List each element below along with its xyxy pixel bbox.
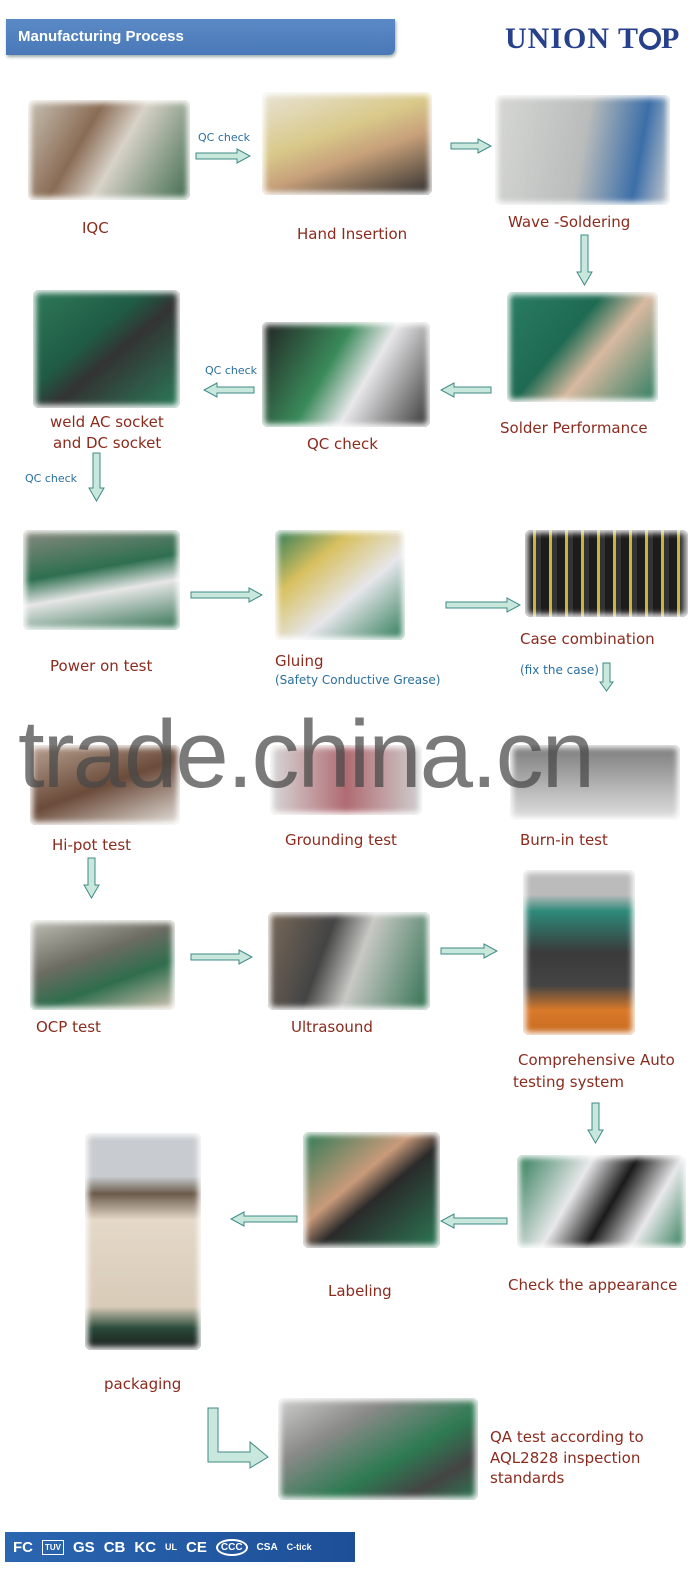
caption-packaging: packaging (104, 1375, 182, 1393)
arrow-right-icon (190, 949, 253, 965)
caption-hipot-test: Hi-pot test (52, 836, 132, 854)
note-qc-check-1: QC check (198, 131, 251, 144)
caption-solder-performance: Solder Performance (500, 419, 648, 437)
cert-kc-icon: KC (134, 1538, 157, 1556)
note-qc-check-3: QC check (25, 472, 78, 485)
caption-qa-line2: AQL2828 inspection (490, 1449, 641, 1467)
arrow-down-icon (599, 662, 614, 692)
photo-qc-check (262, 322, 430, 427)
caption-gluing-note: (Safety Conductive Grease) (275, 673, 441, 687)
watermark: trade.china.cn (18, 701, 595, 808)
caption-labeling: Labeling (328, 1282, 392, 1300)
caption-auto-line1: Comprehensive Auto (518, 1051, 675, 1069)
photo-ocp-test (30, 920, 175, 1010)
caption-gluing: Gluing (275, 652, 324, 670)
cert-ul-icon: UL (165, 1542, 178, 1552)
caption-weld-line2: and DC socket (53, 434, 162, 452)
note-qc-check-2: QC check (205, 364, 258, 377)
cert-fc-icon: FC (13, 1538, 33, 1556)
cert-csa-icon: CSA (256, 1541, 278, 1553)
photo-grounding-test (270, 745, 422, 815)
caption-wave-soldering: Wave -Soldering (508, 213, 631, 231)
cert-tuv-icon: TUV (42, 1539, 64, 1555)
photo-iqc (28, 100, 190, 200)
arrow-right-icon (445, 597, 521, 613)
caption-auto-line2: testing system (513, 1073, 624, 1091)
photo-labeling (303, 1132, 440, 1248)
arrow-left-icon (203, 382, 255, 398)
photo-case-combination (525, 530, 688, 617)
cert-ce-icon: CE (186, 1538, 207, 1556)
arrow-right-icon (450, 138, 492, 154)
caption-grounding-test: Grounding test (285, 831, 397, 849)
arrow-left-icon (440, 1213, 508, 1229)
arrow-right-icon (440, 943, 498, 959)
photo-power-on-test (23, 530, 180, 630)
photo-check-appearance (517, 1155, 686, 1248)
arrow-corner-icon (207, 1407, 269, 1469)
caption-iqc: IQC (82, 219, 109, 237)
arrow-right-icon (195, 148, 251, 164)
photo-packaging (85, 1133, 201, 1350)
arrow-down-icon (587, 1102, 604, 1144)
cert-ccc-icon: CCC (215, 1538, 248, 1556)
arrow-down-icon (576, 234, 593, 286)
caption-check-appearance: Check the appearance (508, 1276, 678, 1294)
photo-burnin-test (510, 745, 680, 820)
photo-gluing (275, 530, 405, 640)
photo-qa-test (278, 1398, 478, 1500)
caption-ocp-test: OCP test (36, 1018, 101, 1036)
arrow-down-icon (83, 857, 100, 899)
caption-case-note: (fix the case) (520, 663, 599, 677)
photo-auto-testing (523, 870, 635, 1035)
caption-ultrasound: Ultrasound (291, 1018, 373, 1036)
photo-wave-soldering (495, 95, 670, 205)
photo-weld-socket (33, 290, 180, 408)
certification-bar: FC TUV GS CB KC UL CE CCC CSA C-tick (5, 1532, 355, 1562)
cert-cb-icon: CB (103, 1538, 126, 1556)
photo-ultrasound (268, 912, 430, 1010)
arrow-left-icon (230, 1211, 298, 1227)
caption-qa-line3: standards (490, 1469, 565, 1487)
photo-hipot-test (30, 745, 180, 825)
cert-gs-icon: GS (73, 1538, 95, 1556)
header-title: Manufacturing Process (6, 19, 395, 55)
caption-burnin-test: Burn-in test (520, 831, 608, 849)
caption-hand-insertion: Hand Insertion (297, 225, 408, 243)
photo-solder-performance (507, 292, 658, 402)
arrow-down-icon (88, 452, 105, 502)
photo-hand-insertion (262, 92, 432, 195)
caption-qc-check: QC check (307, 435, 378, 453)
caption-case-combination: Case combination (520, 630, 655, 648)
cert-ctick-icon: C-tick (286, 1542, 312, 1552)
caption-qa-line1: QA test according to (490, 1428, 644, 1446)
arrow-right-icon (190, 587, 263, 603)
caption-weld-line1: weld AC socket (50, 413, 164, 431)
arrow-left-icon (440, 382, 492, 398)
caption-power-on-test: Power on test (50, 657, 153, 675)
